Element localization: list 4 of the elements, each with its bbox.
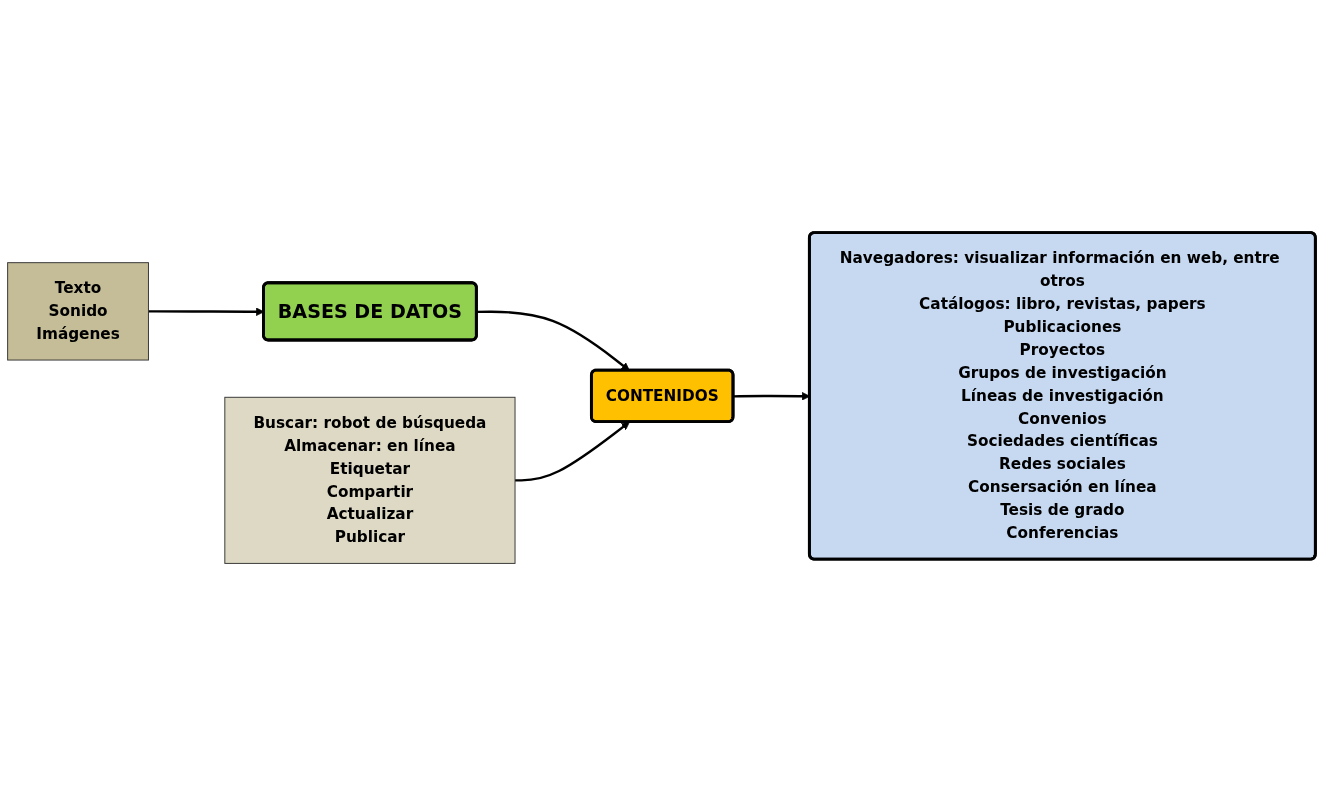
node-box: Texto Sonido Imágenes [7,262,149,361]
node-box: Buscar: robot de búsqueda Almacenar: en línea Etiquetar Compartir Actualizar Publicar [224,396,516,564]
arrow [515,421,630,482]
arrow [476,310,630,371]
